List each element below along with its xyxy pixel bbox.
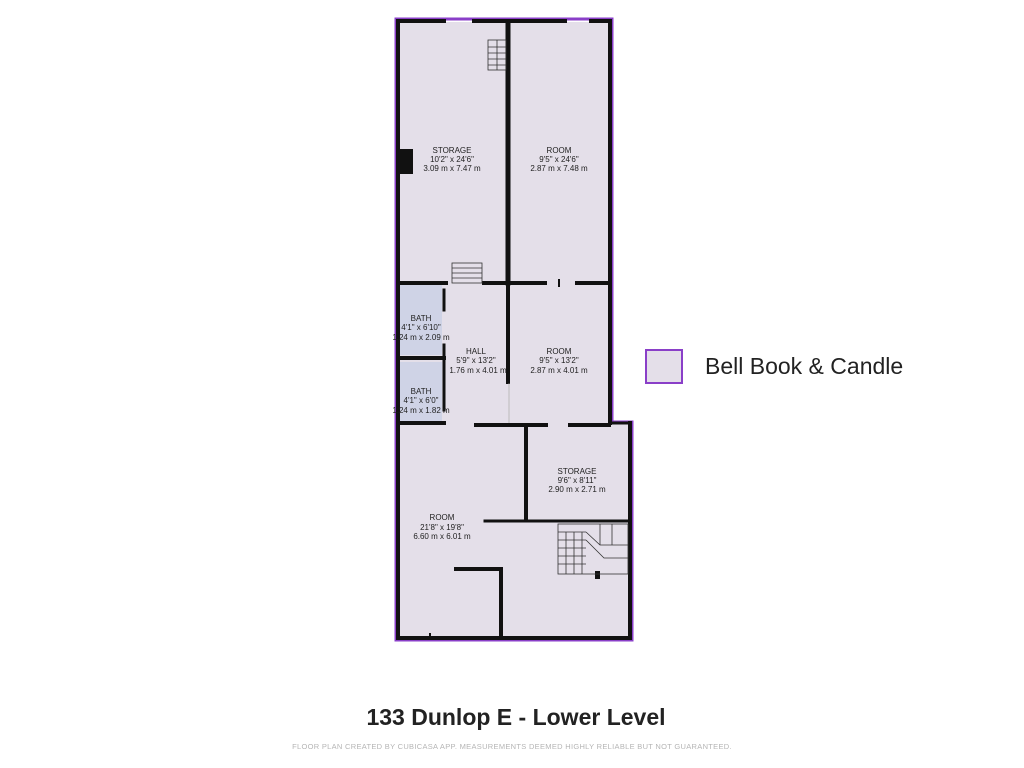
bath-lower-floor (400, 362, 442, 422)
bath-upper-floor (400, 285, 442, 355)
stair-main (557, 523, 629, 575)
room-dim-metric-room-middle: 2.87 m x 4.01 m (530, 366, 588, 375)
room-name-room-middle: ROOM (547, 347, 572, 356)
room-dim-metric-bath-upper: 1.24 m x 2.09 m (392, 333, 450, 342)
stair-north (487, 39, 507, 71)
walls (396, 19, 632, 640)
room-dim-imperial-hall: 5'9" x 13'2" (456, 356, 496, 365)
room-dim-imperial-room-middle: 9'5" x 13'2" (539, 356, 579, 365)
room-dim-metric-storage-south: 2.90 m x 2.71 m (548, 485, 606, 494)
room-dim-metric-room-south: 6.60 m x 6.01 m (413, 532, 471, 541)
room-name-storage-north: STORAGE (433, 146, 472, 155)
room-name-room-north: ROOM (547, 146, 572, 155)
footer-disclaimer: FLOOR PLAN CREATED BY CUBICASA APP. MEAS… (292, 742, 732, 751)
room-dim-imperial-room-north: 9'5" x 24'6" (539, 155, 579, 164)
room-dim-imperial-bath-upper: 4'1" x 6'10" (401, 323, 441, 332)
room-dim-imperial-storage-south: 9'6" x 8'11" (558, 476, 597, 485)
legend-label: Bell Book & Candle (705, 353, 904, 379)
stair-middle (451, 262, 483, 284)
room-labels: STORAGE 10'2" x 24'6" 3.09 m x 7.47 m RO… (392, 146, 606, 541)
room-dim-metric-room-north: 2.87 m x 7.48 m (530, 164, 588, 173)
page-title: 133 Dunlop E - Lower Level (366, 704, 666, 730)
room-dim-imperial-room-south: 21'8" x 19'8" (420, 523, 464, 532)
room-dim-metric-bath-lower: 1.24 m x 1.82 m (392, 406, 450, 415)
room-dim-metric-hall: 1.76 m x 4.01 m (449, 366, 507, 375)
room-dim-imperial-bath-lower: 4'1" x 6'0" (404, 396, 439, 405)
room-dim-imperial-storage-north: 10'2" x 24'6" (430, 155, 474, 164)
room-name-bath-lower: BATH (411, 387, 432, 396)
room-dim-metric-storage-north: 3.09 m x 7.47 m (423, 164, 481, 173)
legend-swatch (645, 349, 683, 384)
floor-area (399, 22, 629, 637)
room-name-storage-south: STORAGE (558, 467, 597, 476)
room-name-hall: HALL (466, 347, 487, 356)
room-name-bath-upper: BATH (411, 314, 432, 323)
room-name-room-south: ROOM (430, 513, 455, 522)
